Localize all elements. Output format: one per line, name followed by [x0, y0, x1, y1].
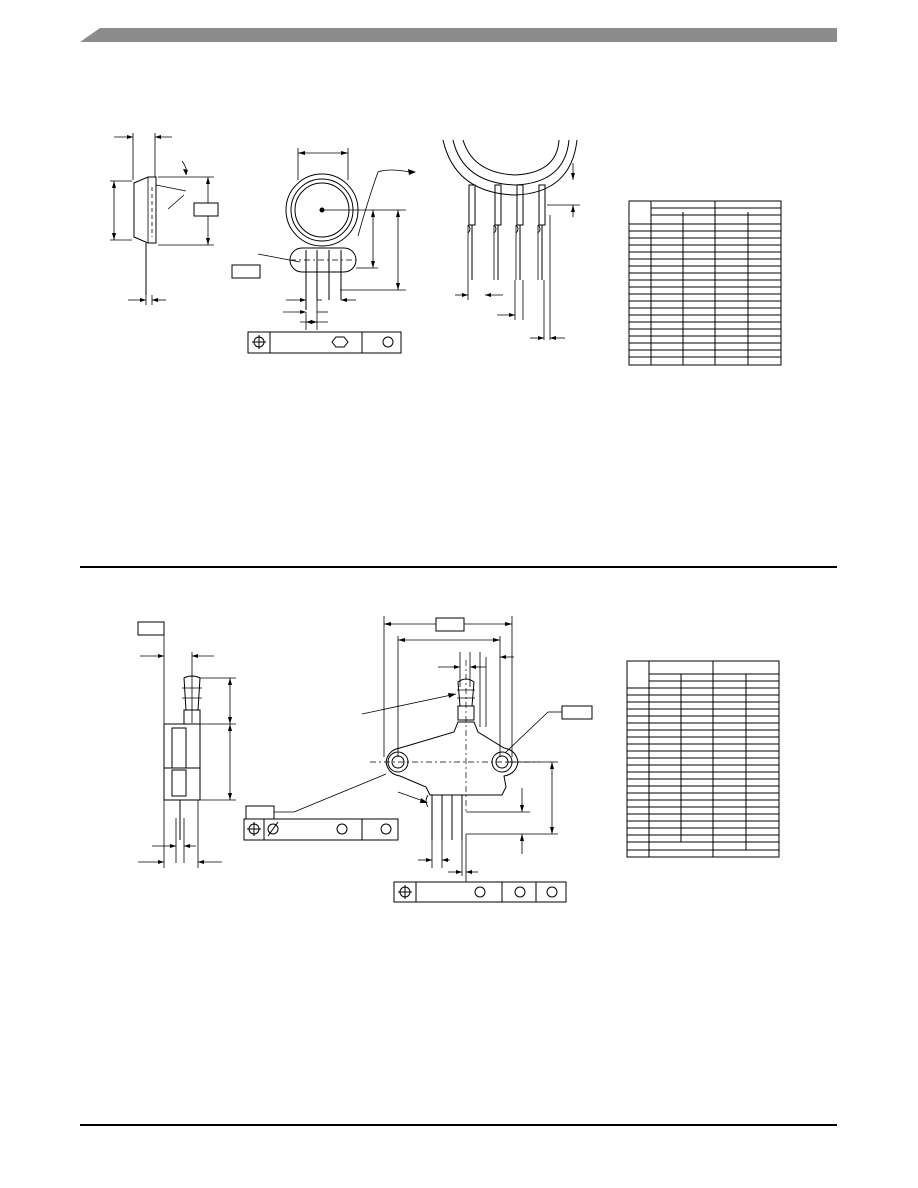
bottom-side-view	[137, 621, 236, 868]
header-band	[80, 28, 837, 42]
top-detail-view	[442, 139, 580, 340]
section-divider	[80, 566, 837, 568]
footer-divider	[80, 1124, 837, 1126]
bottom-dimension-table	[626, 660, 780, 858]
top-dimension-table	[628, 200, 782, 366]
top-side-view	[110, 133, 219, 305]
bottom-front-view	[243, 616, 593, 903]
top-front-view	[231, 148, 416, 354]
